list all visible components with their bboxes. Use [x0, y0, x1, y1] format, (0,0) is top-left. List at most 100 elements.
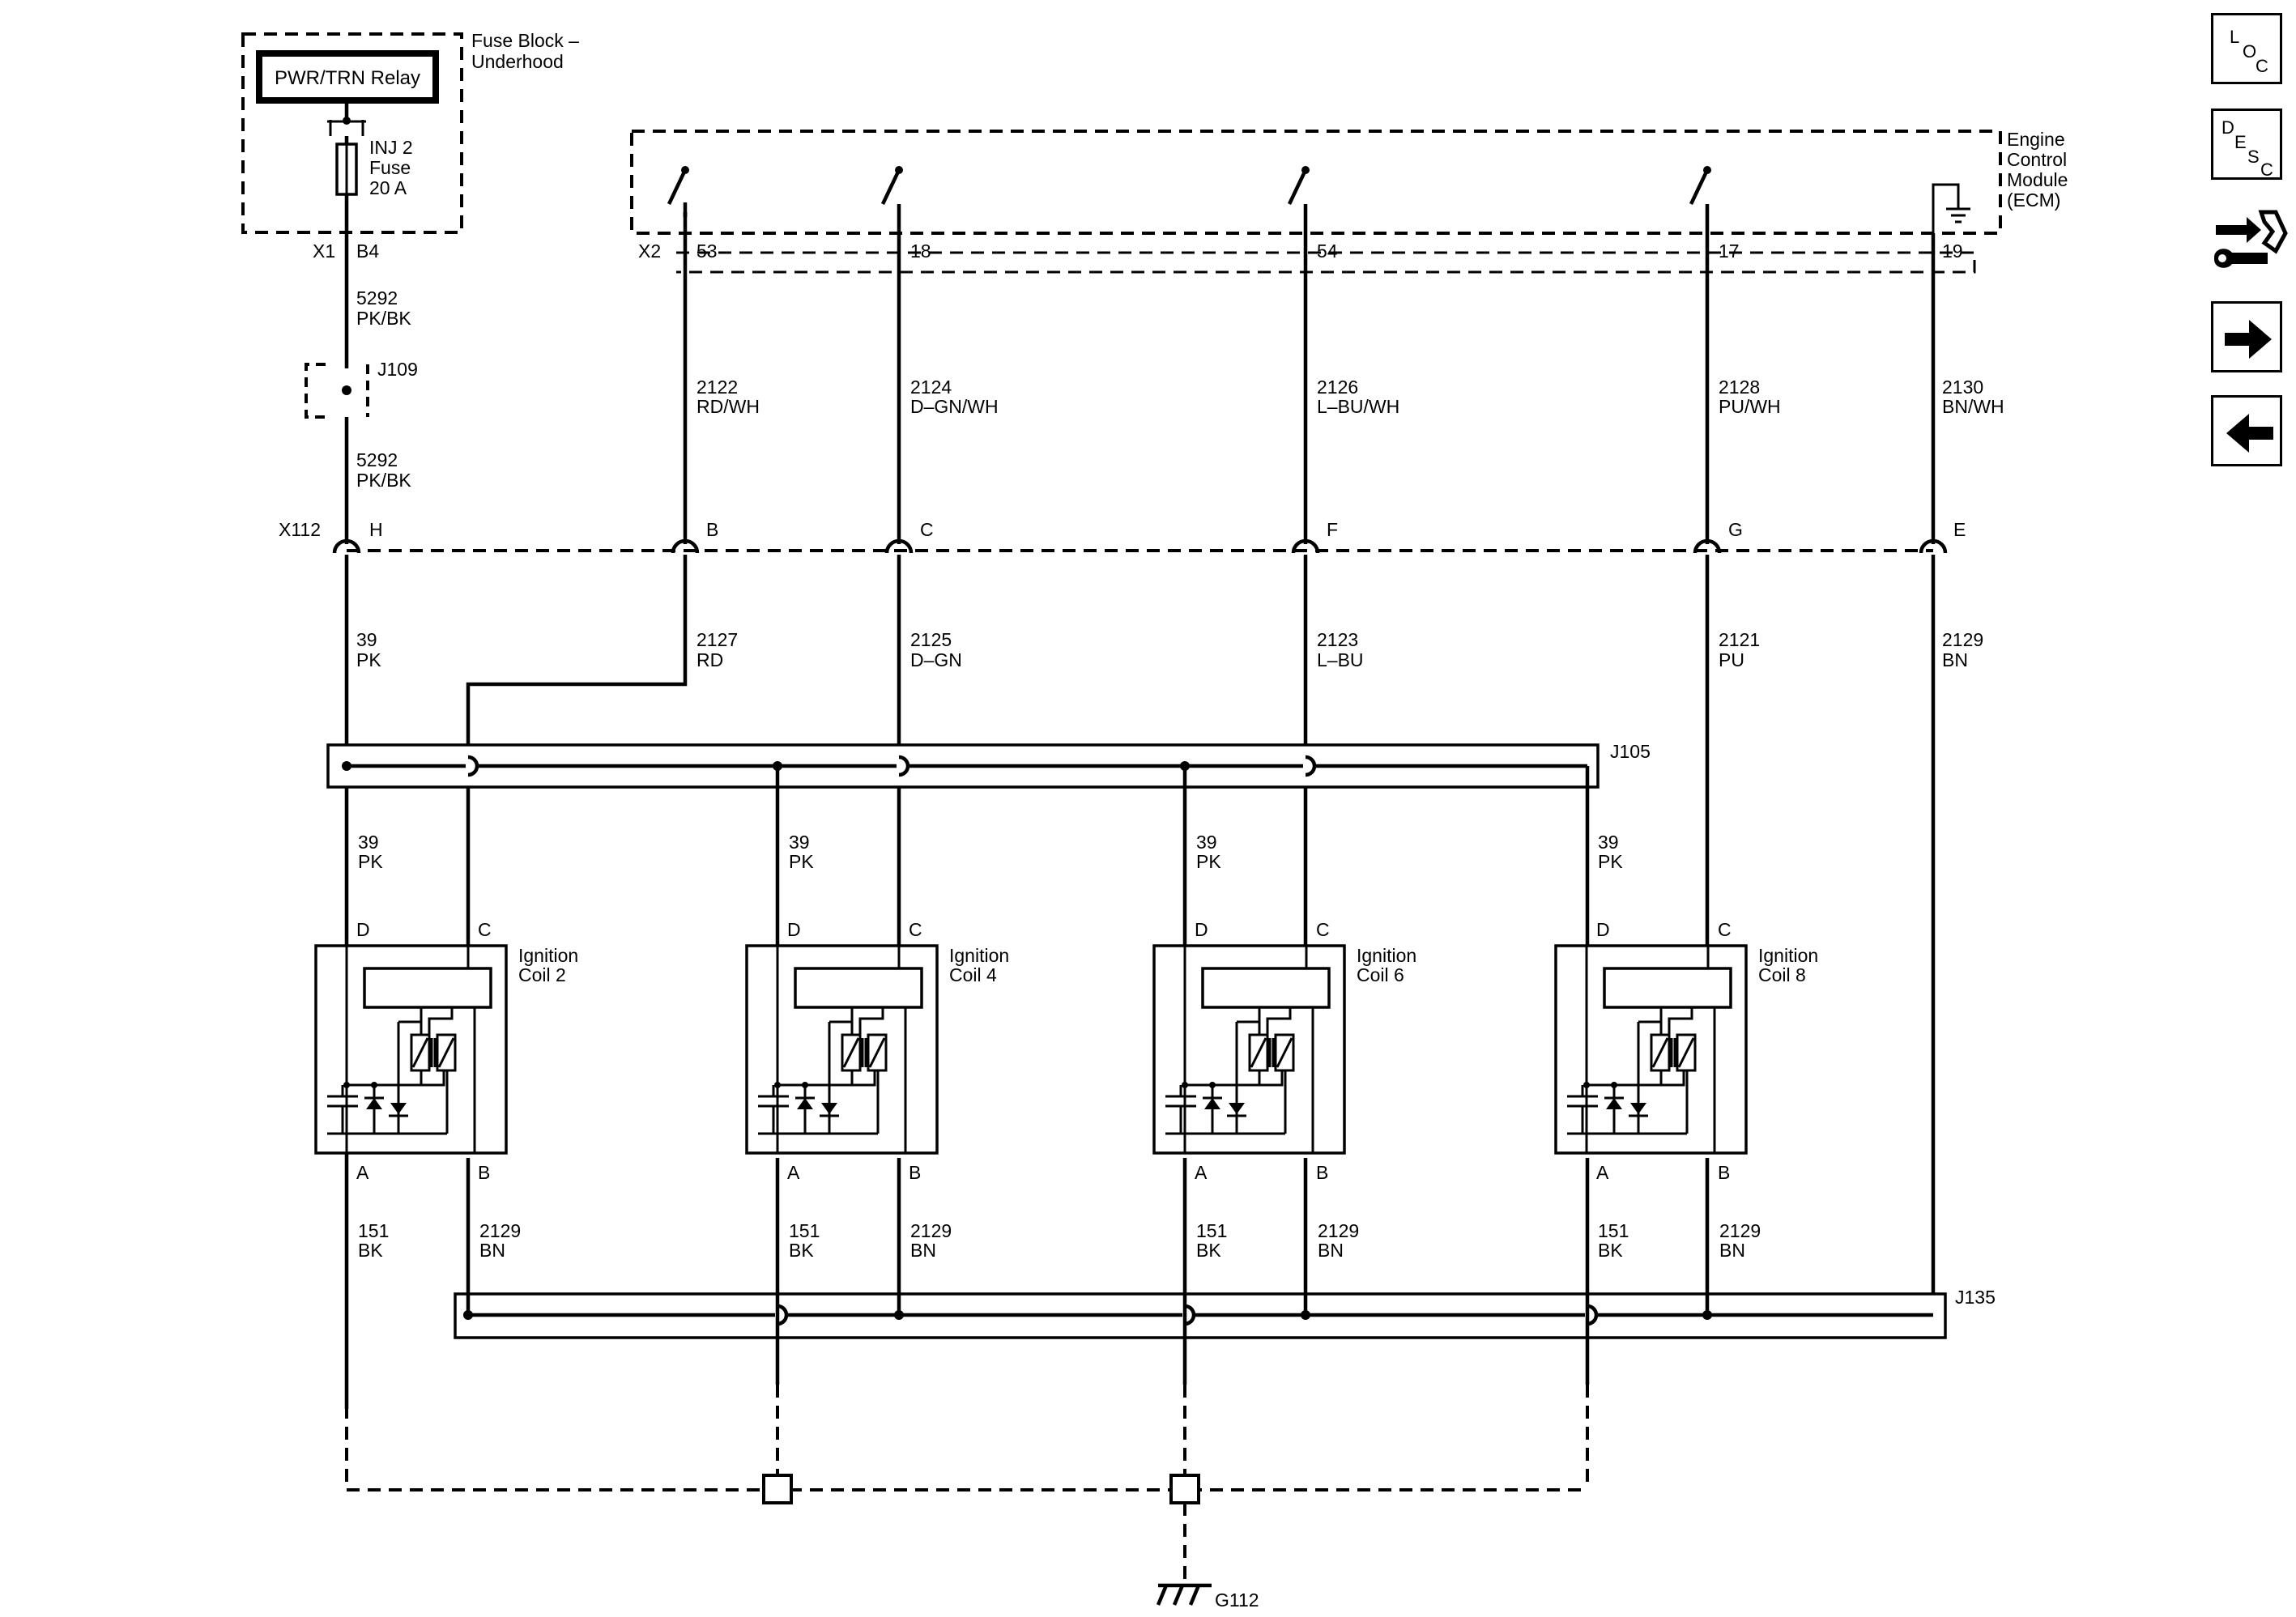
svg-text:2129: 2129 [1942, 629, 1983, 650]
svg-text:2128: 2128 [1719, 377, 1760, 398]
desc-button[interactable]: D E S C [2211, 109, 2282, 180]
location-icon: L O C [2230, 27, 2268, 76]
svg-text:D: D [2221, 117, 2234, 138]
next-button[interactable] [2211, 301, 2282, 372]
pin-label: A [1195, 1162, 1208, 1183]
svg-text:53: 53 [696, 240, 718, 262]
x112-pin [1291, 538, 1320, 554]
wire-color: BN [1719, 1240, 1745, 1261]
wire-number: 39 [358, 832, 379, 853]
svg-text:L: L [2230, 27, 2239, 47]
previous-button[interactable] [2211, 395, 2282, 466]
x112-pin [1919, 538, 1948, 554]
ecm-driver-switch [667, 166, 1711, 217]
coil-name-line2: Coil 2 [518, 964, 566, 985]
svg-text:BN/WH: BN/WH [1942, 396, 2004, 417]
svg-text:Control: Control [2007, 149, 2067, 170]
svg-text:PK/BK: PK/BK [356, 470, 411, 491]
loc-button[interactable]: L O C [2211, 13, 2282, 84]
coil-name-line1: Ignition [518, 945, 578, 966]
relay-label: PWR/TRN Relay [275, 67, 420, 89]
x112-connector [332, 538, 1948, 554]
ecm-circuits-upper [683, 202, 1936, 538]
svg-text:L–BU: L–BU [1317, 649, 1364, 670]
wire-color: BK [789, 1240, 814, 1261]
wire-number: 39 [1196, 832, 1217, 853]
wire-number: 151 [1598, 1220, 1629, 1241]
j105-label: J105 [1610, 741, 1651, 762]
ground-circuits [345, 1158, 1590, 1585]
wire-number: 2129 [1318, 1220, 1359, 1241]
svg-text:F: F [1327, 519, 1338, 540]
svg-text:E: E [1953, 519, 1966, 540]
svg-text:D–GN/WH: D–GN/WH [910, 396, 999, 417]
wire-number: 2129 [910, 1220, 952, 1241]
pin-label: A [1596, 1162, 1609, 1183]
coil-name-line2: Coil 4 [949, 964, 997, 985]
wire-crossover [897, 755, 910, 777]
svg-text:PK: PK [356, 649, 381, 670]
svg-text:RD: RD [696, 649, 723, 670]
fuse-name-line1: INJ 2 [369, 137, 413, 158]
svg-text:L–BU/WH: L–BU/WH [1317, 396, 1399, 417]
x112-pin [1693, 538, 1722, 554]
svg-text:Module: Module [2007, 169, 2068, 190]
svg-text:O: O [2243, 41, 2256, 62]
connector-button[interactable] [2208, 201, 2289, 282]
x112-pin [884, 538, 914, 554]
svg-text:C: C [2260, 160, 2273, 180]
coil-name-line1: Ignition [949, 945, 1009, 966]
svg-text:D–GN: D–GN [910, 649, 962, 670]
pin-label: B [478, 1162, 490, 1183]
fuse-block-underhood: PWR/TRN Relay Fuse Block – Underhood INJ… [241, 30, 579, 262]
svg-text:19: 19 [1942, 240, 1963, 262]
svg-text:C: C [2256, 56, 2268, 76]
ground-label: G112 [1215, 1589, 1259, 1611]
svg-text:Engine: Engine [2007, 129, 2065, 150]
pin-label: B [1316, 1162, 1328, 1183]
engine-control-module: Engine Control Module (ECM) X2 [630, 129, 2068, 274]
feed-circuit: 5292 PK/BK J109 5292 PK/BK [305, 232, 418, 538]
wire-color: BK [1196, 1240, 1221, 1261]
svg-text:2121: 2121 [1719, 629, 1760, 650]
pin-label: C [1718, 919, 1732, 940]
arrow-left-icon [2226, 414, 2273, 453]
svg-text:2123: 2123 [1317, 629, 1358, 650]
svg-text:18: 18 [910, 240, 931, 262]
coil-name-line1: Ignition [1758, 945, 1818, 966]
svg-text:PU: PU [1719, 649, 1744, 670]
fuse-block-title-line1: Fuse Block – [471, 30, 579, 51]
fuse-name-line2: Fuse [369, 157, 411, 178]
ecm-ground-icon [1932, 183, 1970, 233]
pin-label: C [909, 919, 922, 940]
pin-label: D [1195, 919, 1208, 940]
svg-text:G: G [1728, 519, 1743, 540]
wire-color: PK [358, 851, 383, 872]
svg-text:PU/WH: PU/WH [1719, 396, 1781, 417]
wire-number: 2129 [479, 1220, 521, 1241]
svg-text:17: 17 [1719, 240, 1740, 262]
wire-color: BN [910, 1240, 936, 1261]
svg-text:H: H [369, 519, 383, 540]
svg-text:RD/WH: RD/WH [696, 396, 760, 417]
svg-text:39: 39 [356, 629, 377, 650]
svg-text:BN: BN [1942, 649, 1968, 670]
svg-text:5292: 5292 [356, 449, 398, 470]
fuse-block-title-line2: Underhood [471, 51, 564, 72]
j105-splice-pack [326, 743, 1600, 946]
svg-text:5292: 5292 [356, 287, 398, 309]
ground-splice-1 [762, 1474, 793, 1504]
pin-label: D [1596, 919, 1610, 940]
wire-number: 39 [789, 832, 810, 853]
svg-text:2126: 2126 [1317, 377, 1358, 398]
j109-label: J109 [377, 359, 418, 380]
fuse-pin-label: B4 [356, 240, 379, 262]
fuse-rating: 20 A [369, 177, 407, 198]
wire-crossover [466, 755, 479, 777]
pin-label: A [787, 1162, 800, 1183]
